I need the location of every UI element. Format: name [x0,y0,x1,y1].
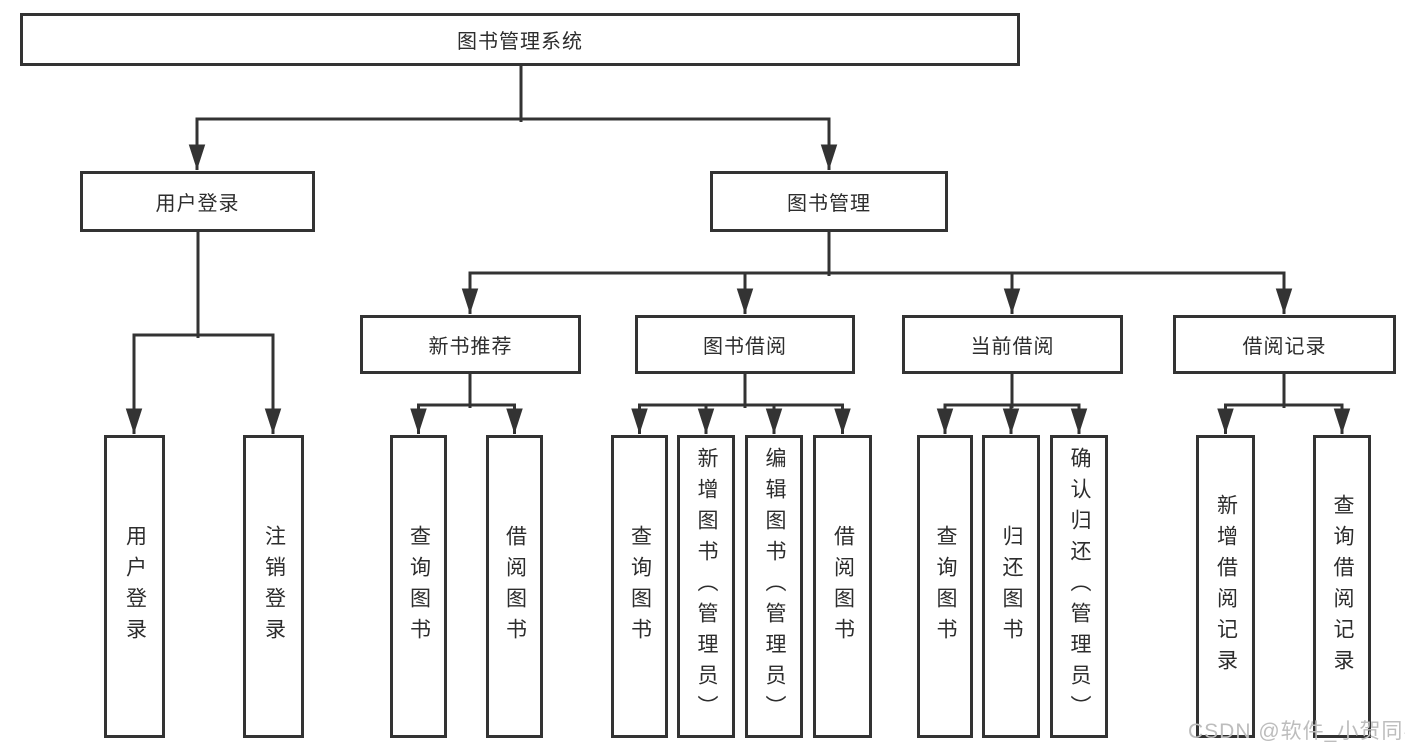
leaf-add-borrow-record: 新增借阅记录 [1196,435,1255,738]
leaf-confirm-return-admin: 确认归还（管理员） [1050,435,1108,738]
leaf-query-books-recommend: 查询图书 [390,435,447,738]
leaf-query-books-current: 查询图书 [917,435,973,738]
leaf-add-books-admin: 新增图书（管理员） [677,435,735,738]
node-book-management: 图书管理 [710,171,948,232]
leaf-borrow-books-borrowing: 借阅图书 [813,435,872,738]
leaf-user-login: 用户登录 [104,435,165,738]
leaf-edit-books-admin: 编辑图书（管理员） [745,435,803,738]
leaf-borrow-books-recommend: 借阅图书 [486,435,543,738]
node-library-system: 图书管理系统 [20,13,1020,66]
node-current-borrowing: 当前借阅 [902,315,1123,374]
node-book-borrowing: 图书借阅 [635,315,855,374]
leaf-logout: 注销登录 [243,435,304,738]
leaf-query-books-borrowing: 查询图书 [611,435,668,738]
leaf-query-borrow-record: 查询借阅记录 [1313,435,1371,738]
node-new-book-recommendation: 新书推荐 [360,315,581,374]
leaf-return-books: 归还图书 [982,435,1040,738]
csdn-watermark: CSDN @软件_小贺同学 [1188,720,1405,743]
node-user-login: 用户登录 [80,171,315,232]
node-borrowing-records: 借阅记录 [1173,315,1396,374]
